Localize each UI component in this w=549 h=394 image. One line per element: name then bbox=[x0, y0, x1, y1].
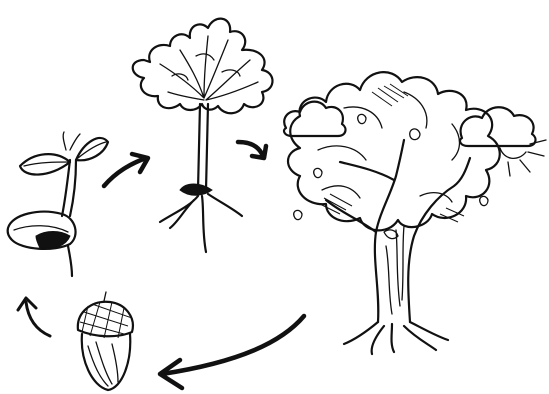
arrow-acorn-to-seed bbox=[18, 298, 50, 336]
cloud-icon bbox=[460, 107, 535, 146]
arrow-seed-to-sapling bbox=[104, 154, 148, 186]
oak-tree-icon bbox=[288, 72, 500, 354]
sprouting-acorn-icon bbox=[8, 132, 108, 276]
cloud-icon bbox=[284, 102, 345, 136]
arrow-sapling-to-tree bbox=[238, 142, 266, 158]
acorn-icon bbox=[78, 292, 133, 390]
arrow-tree-to-acorn bbox=[160, 316, 304, 388]
sapling-icon bbox=[133, 19, 273, 252]
